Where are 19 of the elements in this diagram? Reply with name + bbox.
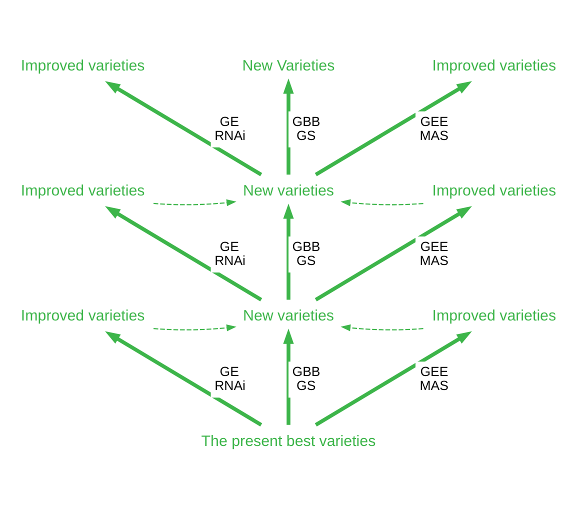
edge-label: GBB GS (292, 238, 320, 268)
node-text: Improved varieties (432, 182, 556, 200)
edge-label: GE RNAi (214, 364, 246, 394)
edge-label: GEE MAS (420, 114, 448, 144)
edge-label: GBB GS (292, 114, 320, 144)
edge-label: GE RNAi (214, 238, 246, 268)
node-text: The present best varieties (201, 432, 376, 450)
node-text: Improved varieties (20, 182, 145, 200)
node-text: New Varieties (242, 57, 335, 74)
node-text: Improved varieties (432, 57, 556, 74)
edge-label: GBB GS (292, 364, 320, 394)
node-text: Improved varieties (20, 308, 145, 325)
edge-label: GE RNAi (214, 114, 246, 144)
edge-label: GEE MAS (420, 364, 448, 394)
edge-label: GEE MAS (420, 238, 448, 268)
node-text: New varieties (243, 182, 334, 200)
node-text: Improved varieties (20, 57, 145, 74)
node-text: New varieties (243, 308, 334, 325)
node-text: Improved varieties (432, 308, 556, 325)
